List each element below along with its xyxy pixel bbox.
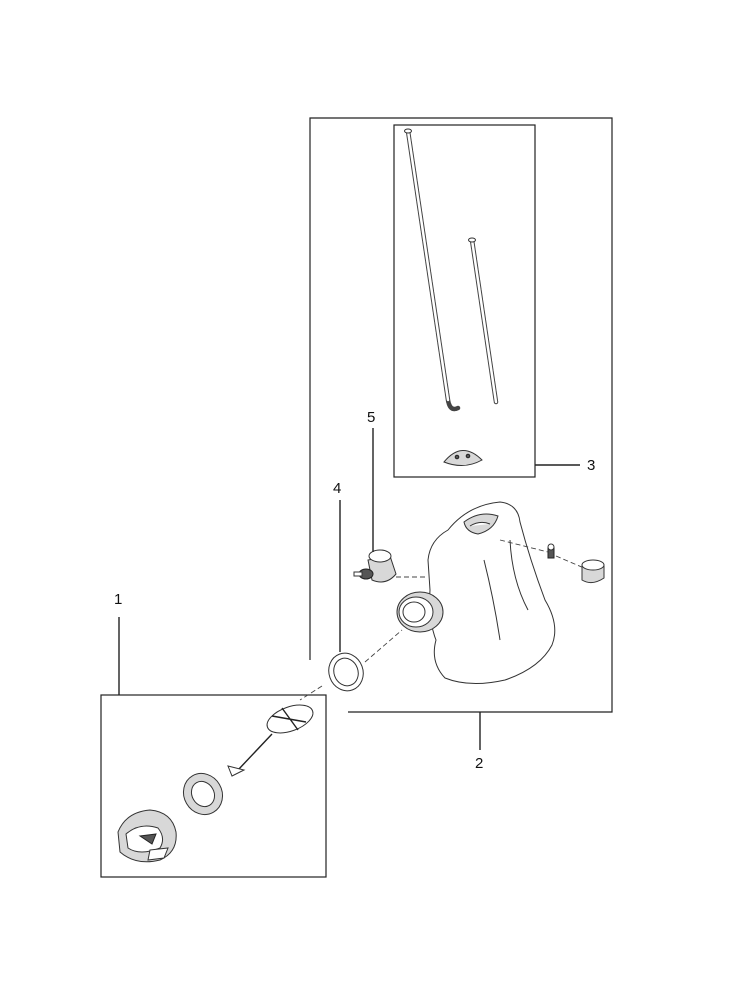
grommet <box>443 450 483 466</box>
fuel-filter <box>353 549 397 583</box>
cap-seal-washer <box>182 772 224 816</box>
fuel-cap <box>117 809 177 863</box>
fuel-cap-kit-frame <box>100 694 327 878</box>
callout-2: 2 <box>475 755 483 772</box>
vent-cap <box>581 559 605 584</box>
callout-1: 1 <box>114 591 122 608</box>
tank-assembly-frame <box>309 117 613 713</box>
fuel-pickup-strainer <box>227 704 314 777</box>
callout-4: 4 <box>333 480 341 497</box>
fuel-tank <box>427 501 556 684</box>
tank-filler-neck <box>396 591 444 633</box>
fuel-line-short <box>468 237 499 405</box>
fuel-line-kit-frame <box>393 124 536 478</box>
callout-3: 3 <box>587 457 595 474</box>
gasket-dash-line <box>299 629 403 701</box>
vent-dash-line <box>499 539 585 569</box>
callout-5: 5 <box>367 409 375 426</box>
vent-screw <box>547 543 555 559</box>
gasket-ring <box>328 652 364 692</box>
fuel-line-long <box>404 128 461 412</box>
